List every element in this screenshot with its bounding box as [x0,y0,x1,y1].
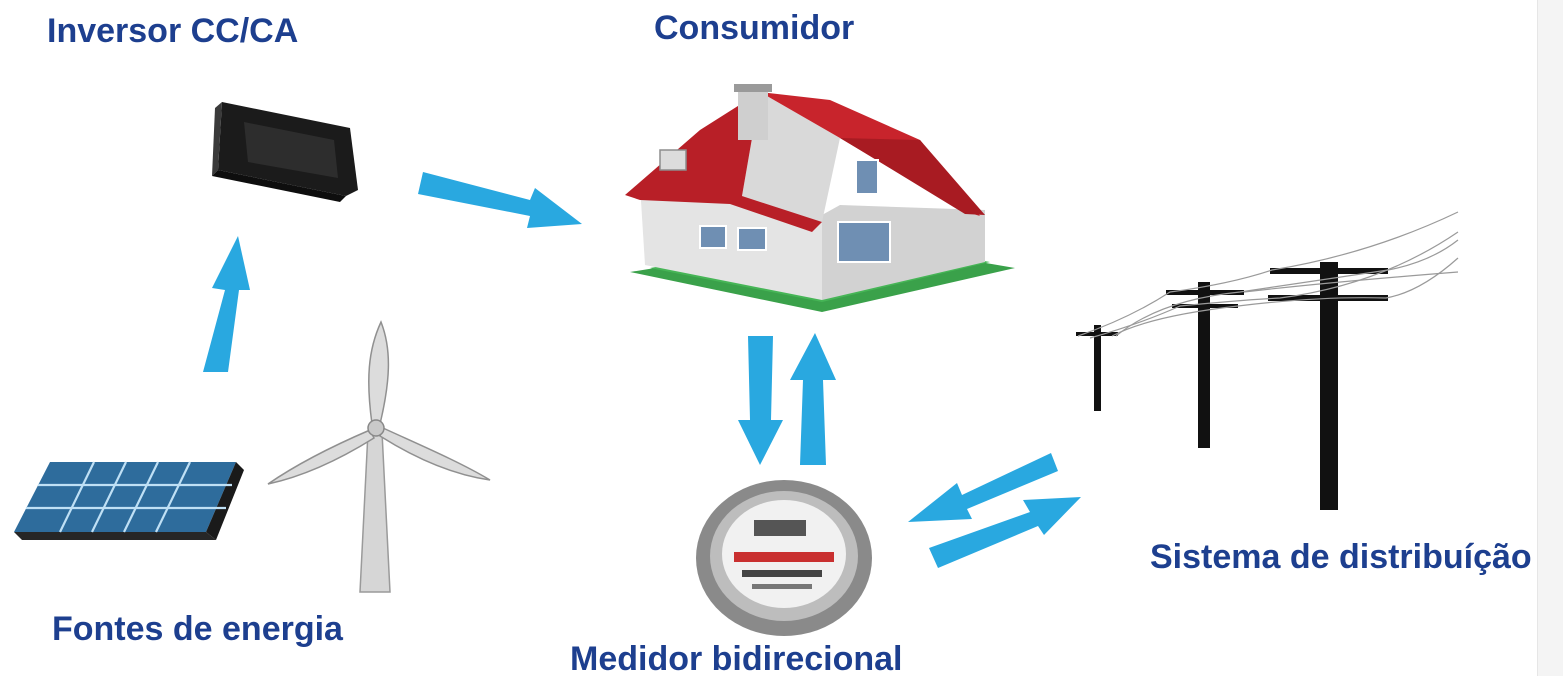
label-inversor: Inversor CC/CA [47,12,299,50]
wind-turbine-icon [267,320,491,593]
label-sistema-distribuicao: Sistema de distribuíção [1150,538,1532,576]
energy-flow-diagram [14,84,1459,636]
electric-meter-icon [696,480,872,636]
label-consumidor: Consumidor [654,9,855,47]
label-medidor-bidirecional: Medidor bidirecional [570,640,903,678]
arrow-icon [203,172,1081,568]
house-icon [625,84,1015,312]
power-pole-icon [1076,211,1459,510]
solar-panel-icon [14,461,244,540]
window-edge [1537,0,1563,676]
inverter-icon [212,102,358,202]
label-fontes-energia: Fontes de energia [52,610,343,648]
